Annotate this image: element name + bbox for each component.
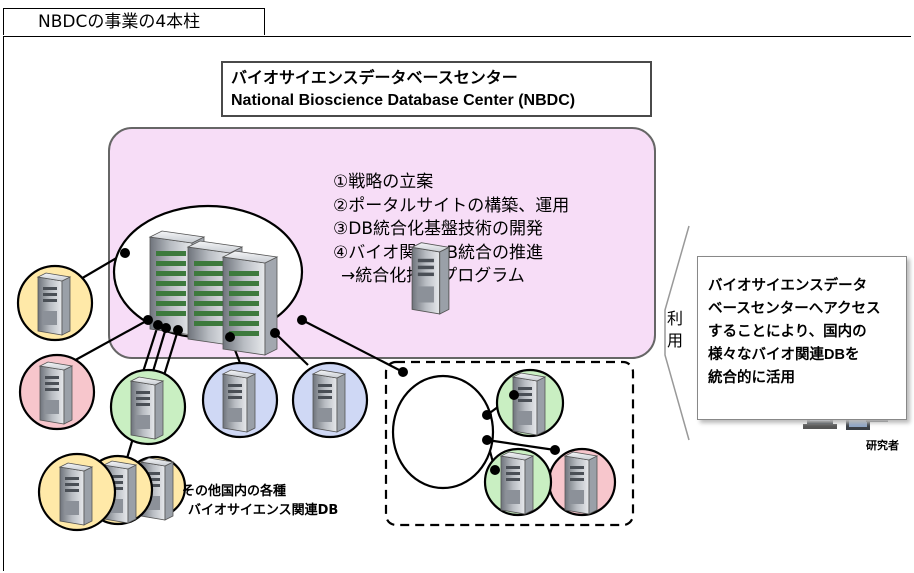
usage-label: 利 用	[666, 309, 683, 350]
db-node-yellow-1	[16, 264, 94, 342]
callout-line: 様々なバイオ関連DBを	[708, 347, 860, 363]
partner-node-pink	[547, 447, 617, 517]
partner-hub	[391, 242, 495, 490]
partner-node-green-1	[495, 368, 565, 438]
partner-node-green-2	[483, 447, 553, 517]
callout-line: ベースセンターへアクセス	[708, 301, 881, 317]
junction-dots	[120, 248, 560, 475]
pillar-item: ③DB統合化基盤技術の開発	[333, 219, 543, 239]
db-node-green-1	[109, 368, 187, 446]
pillars-list: ①戦略の立案 ②ポータルサイトの構築、運用 ③DB統合化基盤技術の開発 ④バイオ…	[333, 171, 569, 289]
other-db-label: その他国内の各種 バイオサイエンス関連DB	[182, 484, 339, 518]
access-callout: バイオサイエンスデータ ベースセンターへアクセス することにより、国内の 様々な…	[697, 256, 907, 420]
db-node-blue-2	[291, 361, 369, 439]
center-title-box: バイオサイエンスデータベースセンター National Bioscience D…	[221, 61, 652, 117]
header-title: NBDCの事業の4本柱	[38, 12, 201, 32]
other-db-stack	[37, 452, 187, 532]
callout-line: することにより、国内の	[708, 324, 867, 340]
usage-arrow	[664, 225, 690, 441]
researcher-label: 研究者	[866, 439, 899, 452]
callout-line: バイオサイエンスデータ	[708, 278, 868, 294]
db-node-blue-1	[201, 361, 279, 439]
center-name-en: National Bioscience Database Center (NBD…	[231, 92, 576, 109]
pillar-item: ②ポータルサイトの構築、運用	[333, 195, 570, 216]
pillar-item: ①戦略の立案	[333, 172, 434, 192]
central-server	[112, 204, 304, 356]
content-frame	[3, 36, 911, 571]
partner-db-group	[384, 360, 635, 527]
header-tab: NBDCの事業の4本柱	[3, 8, 265, 35]
callout-line: 統合的に活用	[708, 370, 795, 386]
db-node-pink-1	[18, 353, 96, 431]
center-name-ja: バイオサイエンスデータベースセンター	[231, 70, 518, 87]
